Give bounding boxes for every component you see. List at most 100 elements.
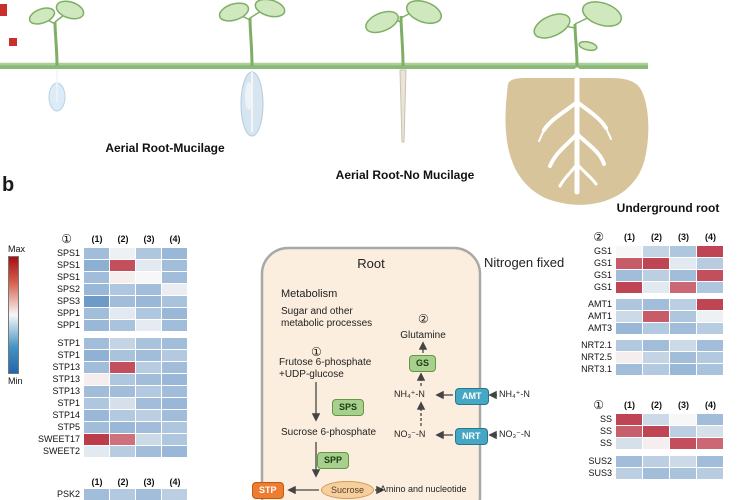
gene-label: SS bbox=[599, 426, 612, 436]
amt-transporter-box: AMT bbox=[455, 388, 489, 405]
heatmap-cell bbox=[84, 296, 109, 307]
colorbar-max-label: Max bbox=[8, 244, 26, 254]
heatmap-cell bbox=[110, 362, 135, 373]
heatmap-cell bbox=[670, 270, 696, 281]
heatmap-cell bbox=[643, 414, 669, 425]
heatmap-cell bbox=[110, 284, 135, 295]
heatmap-cell bbox=[616, 270, 642, 281]
heatmap-cell bbox=[616, 282, 642, 293]
heatmap-cell bbox=[162, 284, 187, 295]
heatmap-cell bbox=[643, 468, 669, 479]
heatmap-cell bbox=[643, 364, 669, 375]
heatmap-cell bbox=[697, 414, 723, 425]
heatmap-column-header: (1) bbox=[91, 234, 103, 244]
heatmap-row: SPS3 bbox=[34, 296, 188, 307]
heatmap-cell bbox=[697, 246, 723, 257]
gene-label: SPS1 bbox=[56, 260, 80, 270]
heatmap-cell bbox=[643, 426, 669, 437]
heatmap-row: STP13 bbox=[34, 374, 188, 385]
heatmap-cell bbox=[670, 352, 696, 363]
group-number-badge: ① bbox=[593, 398, 604, 412]
heatmap-row: AMT3 bbox=[560, 323, 724, 334]
aerial-root-no-mucilage-root bbox=[399, 69, 407, 143]
heatmap-row: GS1 bbox=[560, 270, 724, 281]
heatmap-cell bbox=[670, 438, 696, 449]
gene-label: SPS3 bbox=[56, 296, 80, 306]
red-marker-icon bbox=[9, 38, 17, 46]
label-underground-root: Underground root bbox=[616, 201, 720, 215]
heatmap-cell bbox=[643, 299, 669, 310]
heatmap-cell bbox=[643, 282, 669, 293]
plant-node-1 bbox=[28, 0, 85, 67]
horizontal-stem bbox=[0, 62, 648, 69]
nh4-inside-label: NH₄⁺-N bbox=[394, 389, 425, 399]
heatmap-cell bbox=[162, 489, 187, 500]
heatmap-column-header: (2) bbox=[117, 234, 129, 244]
glutamine-label: Glutamine bbox=[400, 330, 446, 341]
heatmap-row: NRT2.5 bbox=[560, 352, 724, 363]
heatmap-cell bbox=[697, 270, 723, 281]
colorbar-gradient bbox=[8, 256, 19, 374]
heatmap-cell bbox=[84, 489, 109, 500]
gene-label: SS bbox=[599, 438, 612, 448]
heatmap-row: AMT1 bbox=[560, 299, 724, 310]
gene-label: STP1 bbox=[57, 398, 80, 408]
heatmap-cell bbox=[110, 489, 135, 500]
heatmap-cell bbox=[697, 438, 723, 449]
heatmap-row: PSK2 bbox=[34, 489, 188, 500]
heatmap-cell bbox=[643, 258, 669, 269]
heatmap-cell bbox=[84, 386, 109, 397]
heatmap-cell bbox=[136, 350, 161, 361]
sucrose-6-phosphate-label: Sucrose 6-phosphate bbox=[281, 427, 377, 438]
heatmap-cell bbox=[110, 410, 135, 421]
heatmap-cell bbox=[643, 438, 669, 449]
heatmap-cell bbox=[110, 434, 135, 445]
step-2-badge: ② bbox=[418, 312, 429, 326]
heatmap-row: GS1 bbox=[560, 258, 724, 269]
label-aerial-root-no-mucilage: Aerial Root-No Mucilage bbox=[335, 168, 475, 182]
heatmap-cell bbox=[670, 340, 696, 351]
heatmap-cell bbox=[670, 246, 696, 257]
gene-label: STP14 bbox=[52, 410, 80, 420]
gs-enzyme-box: GS bbox=[409, 355, 437, 372]
heatmap-cell bbox=[136, 272, 161, 283]
heatmap-cell bbox=[110, 338, 135, 349]
heatmap-column-header: (1) bbox=[91, 477, 103, 487]
heatmap-cell bbox=[616, 438, 642, 449]
panel-label-b: b bbox=[2, 174, 15, 196]
heatmap-cell bbox=[136, 320, 161, 331]
heatmap-cell bbox=[697, 282, 723, 293]
heatmap-cell bbox=[136, 284, 161, 295]
gene-label: SWEET17 bbox=[37, 434, 80, 444]
heatmap-column-header: (2) bbox=[117, 477, 129, 487]
heatmap-cell bbox=[616, 311, 642, 322]
heatmap-cell bbox=[162, 434, 187, 445]
heatmap-cell bbox=[84, 410, 109, 421]
sucrose-metabolite: Sucrose bbox=[321, 481, 375, 499]
stp-transporter-box: STP bbox=[252, 482, 284, 499]
heatmap-cell bbox=[162, 350, 187, 361]
step-1-badge: ① bbox=[311, 345, 322, 359]
heatmap-column-header: (4) bbox=[705, 232, 716, 242]
heatmap-row: SWEET2 bbox=[34, 446, 188, 457]
pathway-arrows bbox=[287, 341, 497, 495]
heatmap-cell bbox=[697, 468, 723, 479]
heatmap-cell bbox=[110, 296, 135, 307]
heatmap-cell bbox=[162, 398, 187, 409]
heatmap-row: STP13 bbox=[34, 362, 188, 373]
heatmap-cell bbox=[616, 246, 642, 257]
nitrogen-fixed-label: Nitrogen fixed bbox=[484, 255, 565, 270]
spp-enzyme-box: SPP bbox=[317, 452, 350, 469]
heatmap-cell bbox=[643, 456, 669, 467]
gene-label: GS1 bbox=[593, 282, 612, 292]
heatmap-cell bbox=[84, 422, 109, 433]
heatmap-cell bbox=[110, 422, 135, 433]
heatmap-column-header: (4) bbox=[169, 477, 181, 487]
heatmap-cell bbox=[136, 422, 161, 433]
